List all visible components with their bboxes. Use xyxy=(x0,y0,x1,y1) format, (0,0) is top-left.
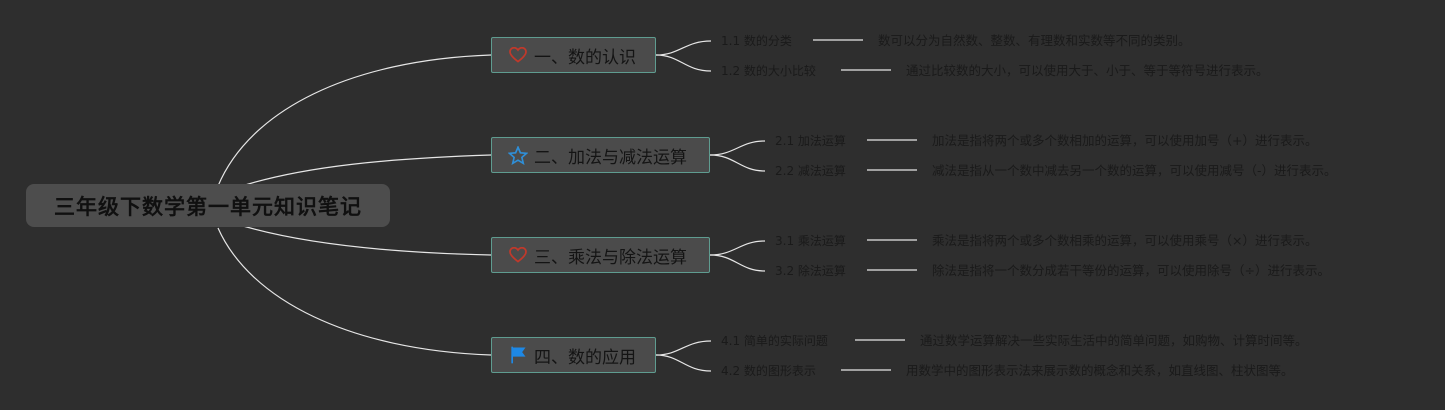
subtopic-3-2[interactable]: 3.2 除法运算 xyxy=(775,264,846,278)
root-connector-1 xyxy=(217,54,492,187)
subtopic-4-2[interactable]: 4.2 数的图形表示 xyxy=(721,364,816,378)
branch-topic-4[interactable]: 四、数的应用 xyxy=(491,337,656,373)
root-connector-3 xyxy=(229,221,492,256)
subtopic-4-1-desc[interactable]: 通过数学运算解决一些实际生活中的简单问题，如购物、计算时间等。 xyxy=(920,333,1308,348)
branch-topic-2[interactable]: 二、加法与减法运算 xyxy=(491,137,710,173)
branch-3-connector-1 xyxy=(709,240,766,256)
branch-1-connector-2 xyxy=(655,54,712,72)
subtopic-1-1[interactable]: 1.1 数的分类 xyxy=(721,34,792,48)
branch-4-connector-1 xyxy=(655,340,712,356)
subtopic-4-1[interactable]: 4.1 简单的实际问题 xyxy=(721,334,828,348)
subtopic-3-2-desc[interactable]: 除法是指将一个数分成若干等份的运算，可以使用除号（÷）进行表示。 xyxy=(932,263,1330,278)
subtopic-2-1[interactable]: 2.1 加法运算 xyxy=(775,134,846,148)
flag-icon xyxy=(508,345,528,365)
branch-topic-1-label: 一、数的认识 xyxy=(534,47,636,68)
subtopic-1-2[interactable]: 1.2 数的大小比较 xyxy=(721,64,816,78)
subtopic-2-2[interactable]: 2.2 减法运算 xyxy=(775,164,846,178)
subtopic-1-2-desc[interactable]: 通过比较数的大小，可以使用大于、小于、等于等符号进行表示。 xyxy=(906,63,1269,78)
branch-4-connector-2 xyxy=(655,354,712,372)
branch-topic-4-label: 四、数的应用 xyxy=(534,347,636,368)
branch-topic-2-label: 二、加法与减法运算 xyxy=(534,147,687,168)
heart-icon xyxy=(508,245,528,265)
subtopic-2-1-desc[interactable]: 加法是指将两个或多个数相加的运算，可以使用加号（+）进行表示。 xyxy=(932,133,1318,148)
branch-3-connector-2 xyxy=(709,254,766,272)
branch-2-connector-2 xyxy=(709,154,766,172)
subtopic-4-2-desc[interactable]: 用数学中的图形表示法来展示数的概念和关系，如直线图、柱状图等。 xyxy=(906,363,1294,378)
branch-topic-3-label: 三、乘法与除法运算 xyxy=(534,247,687,268)
root-connector-2 xyxy=(229,154,492,191)
subtopic-2-2-desc[interactable]: 减法是指从一个数中减去另一个数的运算，可以使用减号（-）进行表示。 xyxy=(932,163,1337,178)
subtopic-3-1-desc[interactable]: 乘法是指将两个或多个数相乘的运算，可以使用乘号（×）进行表示。 xyxy=(932,233,1318,248)
branch-2-connector-1 xyxy=(709,140,766,156)
branch-topic-1[interactable]: 一、数的认识 xyxy=(491,37,656,73)
subtopic-1-1-desc[interactable]: 数可以分为自然数、整数、有理数和实数等不同的类别。 xyxy=(878,33,1191,48)
root-topic[interactable]: 三年级下数学第一单元知识笔记 xyxy=(26,184,390,227)
branch-1-connector-1 xyxy=(655,40,712,56)
branch-topic-3[interactable]: 三、乘法与除法运算 xyxy=(491,237,710,273)
subtopic-3-1[interactable]: 3.1 乘法运算 xyxy=(775,234,846,248)
heart-icon xyxy=(508,45,528,65)
root-connector-4 xyxy=(217,227,492,356)
star-icon xyxy=(508,145,528,165)
